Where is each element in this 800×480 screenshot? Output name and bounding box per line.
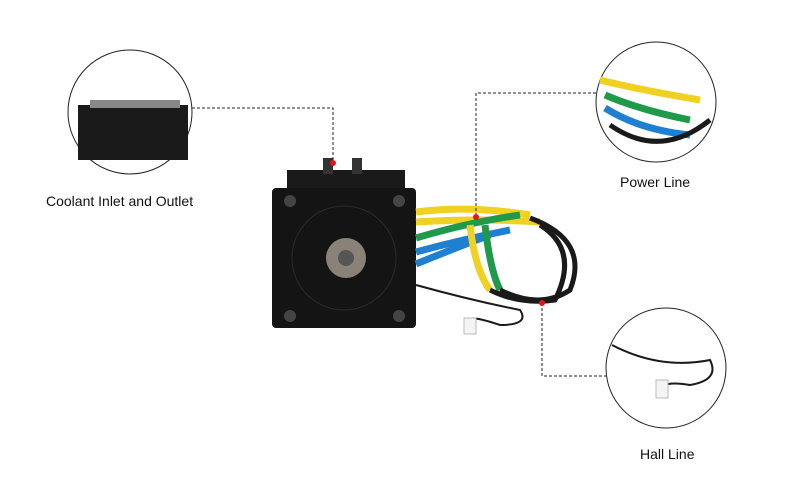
hall-leader-line: [541, 303, 606, 377]
motor-illustration: [272, 158, 578, 335]
coolant-marker: [330, 160, 336, 166]
hall-marker: [539, 300, 545, 306]
hall-detail-circle: [605, 307, 727, 429]
power-marker: [473, 214, 479, 220]
power-detail-circle: [595, 41, 717, 163]
hall-line-label: Hall Line: [640, 446, 695, 462]
power-line-label: Power Line: [620, 174, 691, 190]
power-leader-line: [475, 92, 596, 215]
coolant-leader-line: [192, 107, 334, 163]
coolant-detail-circle: [67, 49, 193, 175]
coolant-label: Coolant Inlet and Outlet: [46, 193, 194, 209]
